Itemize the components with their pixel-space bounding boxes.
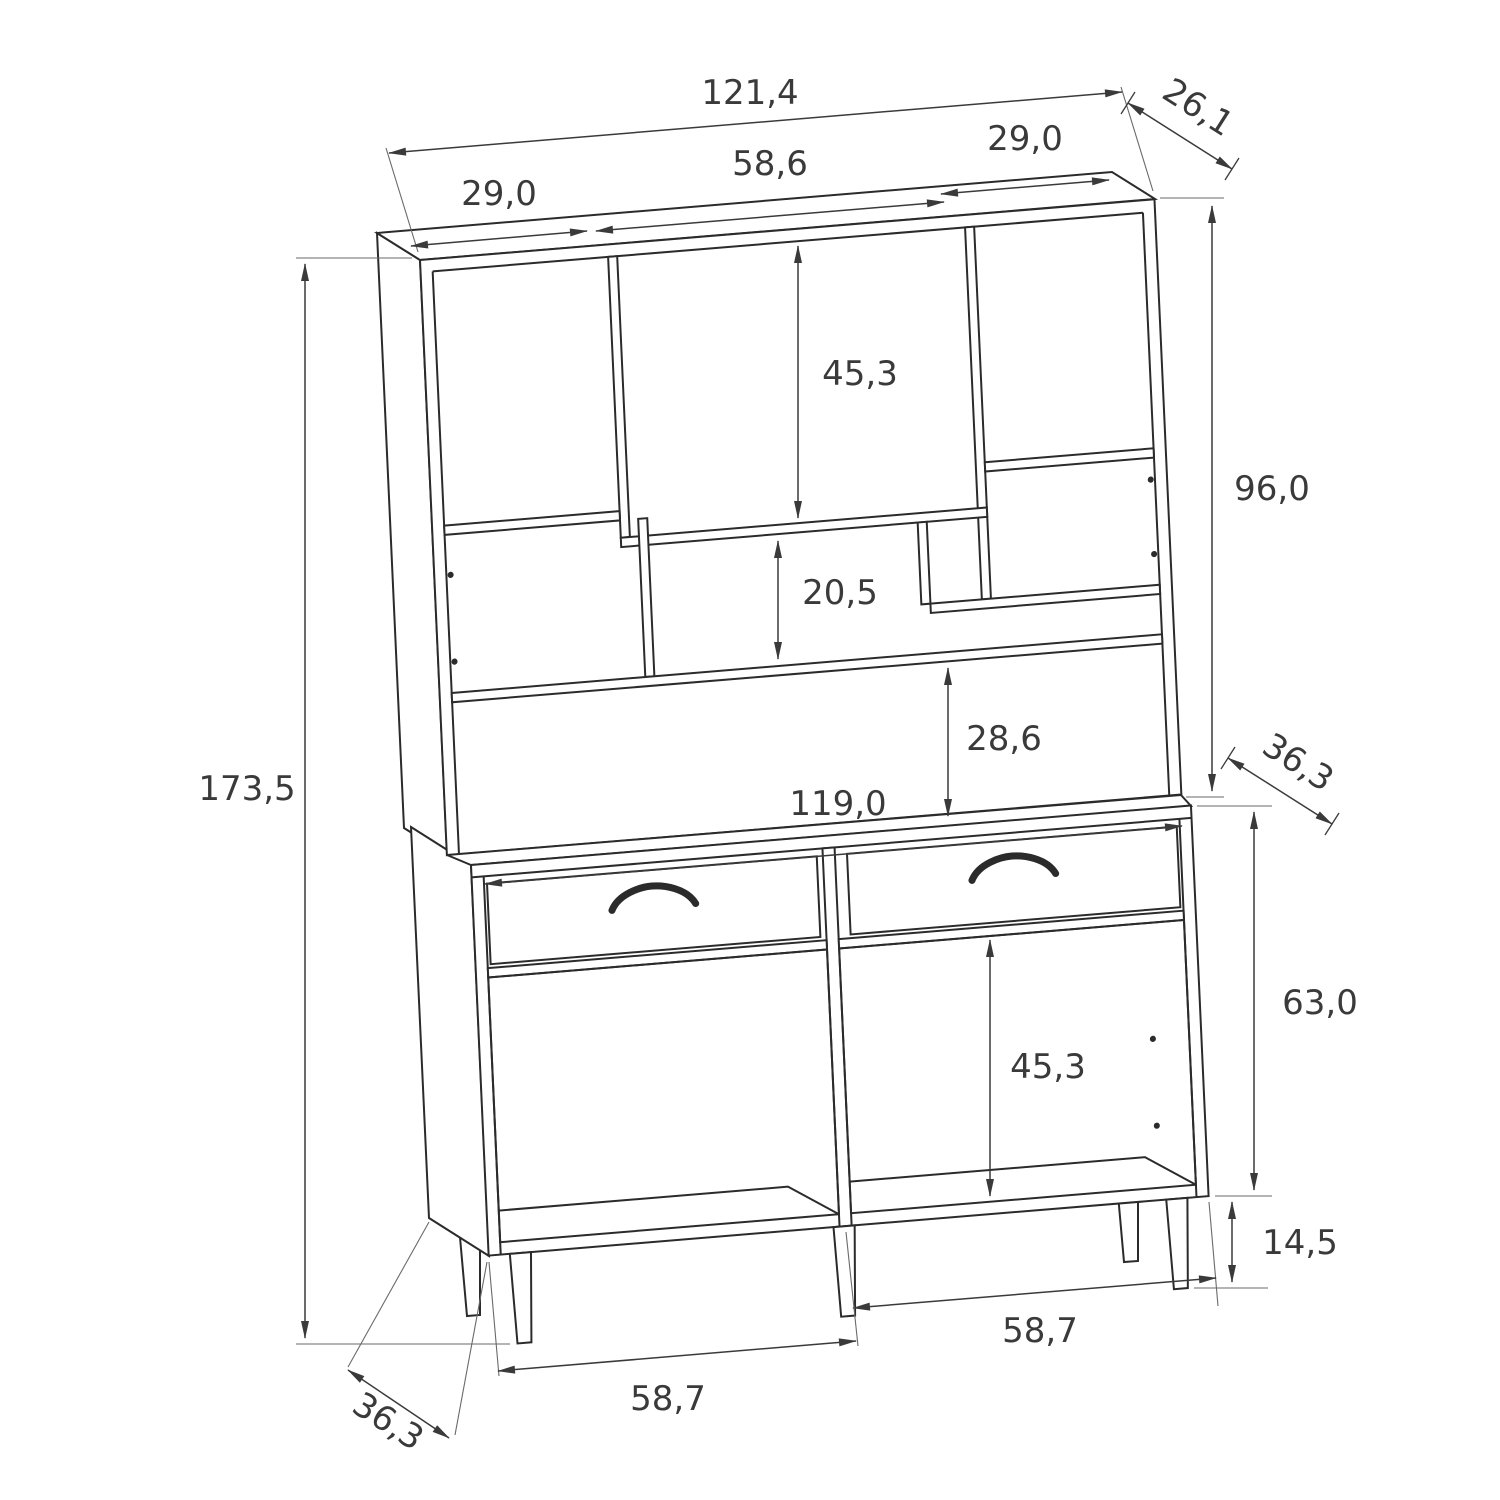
base-interior-floor-right [850,1153,1196,1213]
dim-open-space-height-label: 28,6 [966,719,1042,759]
dim-middle-cubby-height-label: 20,5 [802,573,878,613]
cabinet-drawing [373,170,1213,1346]
dim-hutch-height: 96,0 [1160,197,1310,798]
base-interior-floor-left [499,1183,839,1243]
cabinet-leg-front-center [833,1225,858,1317]
dim-base-left-section: 58,7 [488,1231,859,1419]
dim-leg-height-label: 14,5 [1262,1223,1338,1263]
dim-hutch-height-label: 96,0 [1234,469,1310,509]
dim-top-right-section-label: 29,0 [987,119,1063,159]
dim-leg-height: 14,5 [1194,1201,1338,1289]
hutch-shelf-right-upper [985,448,1154,471]
shelf-pin-hole [451,658,458,665]
dim-top-depth: 26,1 [1120,71,1241,181]
dim-base-depth-left-label: 36,3 [345,1385,430,1459]
dim-base-height-label: 63,0 [1282,983,1358,1023]
hutch-band-divider-right [918,522,931,605]
dim-base-cubby-height-label: 45,3 [1010,1047,1086,1087]
dim-base-left-section-label: 58,7 [630,1379,706,1419]
hutch-shelf-middle [621,508,987,548]
dim-open-space-height: 28,6 [944,667,1042,817]
dim-base-cubby-height: 45,3 [986,939,1086,1197]
hutch-front-face [420,199,1181,855]
dim-top-left-section-label: 29,0 [461,174,537,214]
shelf-pin-hole [1153,1122,1160,1129]
shelf-pin-hole [1147,476,1154,483]
dim-counter-depth-right-label: 36,3 [1255,726,1340,800]
base-opening-left [488,949,839,1242]
hutch-shelf-right-lower [930,585,1160,613]
dim-total-height-label: 173,5 [198,769,295,809]
dim-counter-width: 119,0 [484,784,1183,887]
base-front-face [471,806,1213,1346]
dim-top-right-section: 29,0 [940,119,1110,197]
shelf-pin-hole [447,571,454,578]
dim-top-left-section: 29,0 [410,174,588,249]
dim-counter-depth-right: 36,3 [1220,726,1341,836]
dim-top-middle-section-label: 58,6 [732,144,808,184]
dim-top-middle-section: 58,6 [595,144,945,234]
dim-base-height: 63,0 [1197,805,1358,1197]
dim-total-width-label: 121,4 [701,73,798,113]
dim-middle-cubby-height: 20,5 [774,540,878,660]
cabinet-leg-front-left [510,1252,535,1344]
dim-counter-width-label: 119,0 [789,784,886,824]
hutch-full-shelf [452,634,1163,702]
hutch-shelf-left [444,511,620,535]
dim-base-right-section-label: 58,7 [1002,1311,1078,1351]
shelf-pin-hole [1149,1035,1156,1043]
shelf-pin-hole [1151,550,1158,558]
base-opening-right [839,920,1196,1213]
dim-top-depth-label: 26,1 [1155,71,1240,145]
dim-upper-cubby-height: 45,3 [794,245,898,519]
cabinet-leg-front-right [1166,1198,1191,1290]
dim-base-right-section: 58,7 [852,1201,1219,1351]
dim-total-height: 173,5 [198,257,510,1345]
dim-upper-cubby-height-label: 45,3 [822,354,898,394]
